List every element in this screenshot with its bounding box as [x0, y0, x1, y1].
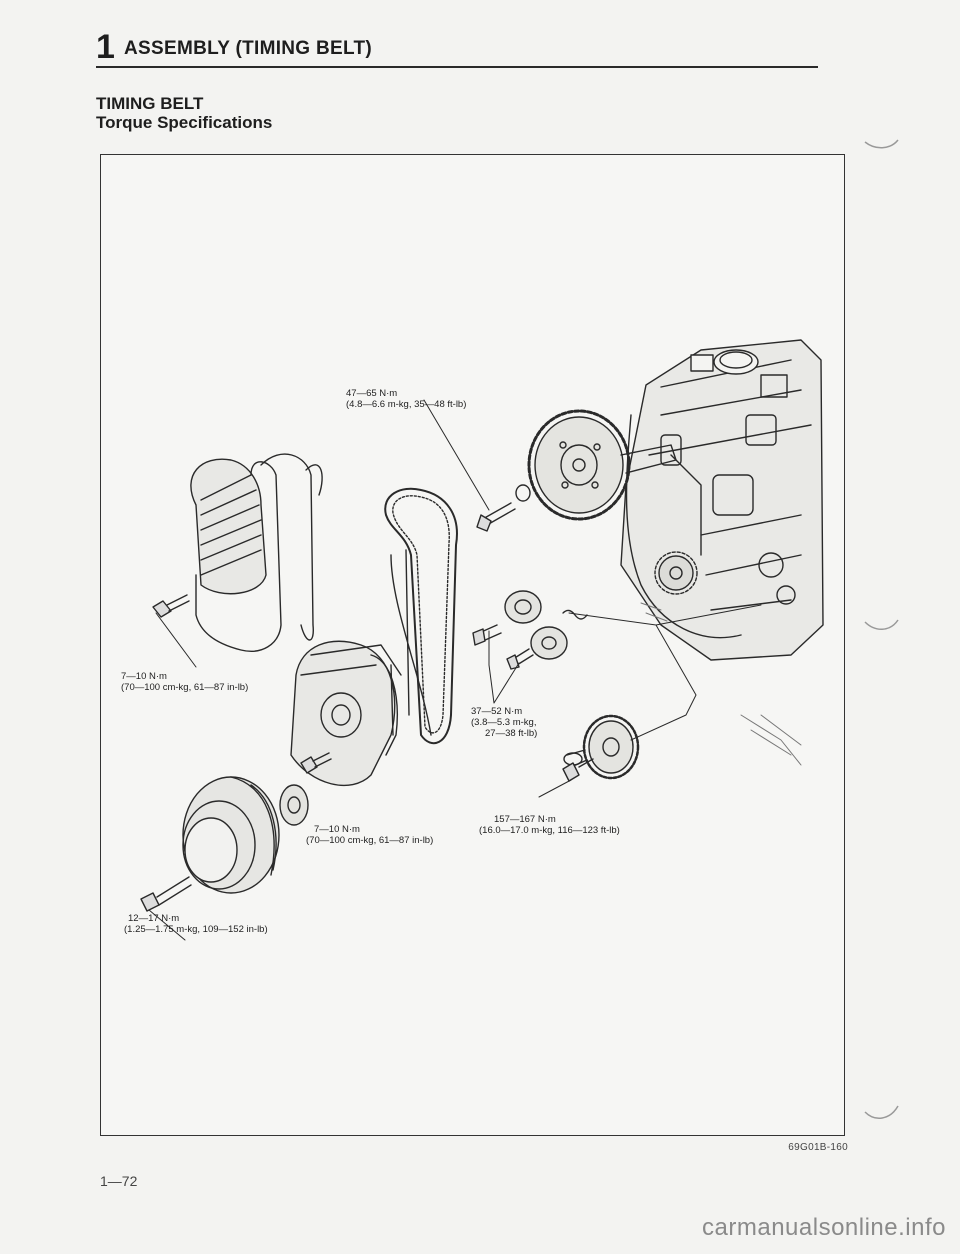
- tensioner-drawing: [472, 590, 588, 670]
- binder-mark-bottom: [864, 1105, 899, 1119]
- cam-pulley-torque-line2: (4.8—6.6 m-kg, 35—48 ft-lb): [346, 399, 467, 410]
- binder-mark-top: [864, 139, 899, 149]
- upper-cover-drawing: [190, 453, 323, 652]
- upper-cover-torque-label: 7—10 N·m (70—100 cm-kg, 61—87 in-lb): [121, 671, 248, 693]
- crank-pulley-torque-line2: (1.25—1.75 m-kg, 109—152 in-lb): [124, 924, 268, 935]
- site-watermark: carmanualsonline.info: [702, 1214, 946, 1241]
- binder-mark-middle: [864, 619, 899, 630]
- tensioner-torque-line3: 27—38 ft-lb): [485, 728, 538, 739]
- cam-pulley-torque-label: 47—65 N·m (4.8—6.6 m-kg, 35—48 ft-lb): [346, 388, 466, 410]
- chapter-number: 1: [96, 28, 115, 66]
- crankshaft-pulley-drawing: [182, 776, 280, 894]
- timing-belt-exploded-drawing: [140, 339, 824, 941]
- header-rule: [96, 66, 818, 68]
- section-title: TIMING BELT: [96, 94, 204, 113]
- tensioner-torque-label: 37—52 N·m (3.8—5.3 m-kg, 27—38 ft-lb): [471, 706, 537, 739]
- lower-cover-torque-label: 7—10 N·m (70—100 cm-kg, 61—87 in-lb): [306, 824, 433, 846]
- lower-cover-torque-line1: 7—10 N·m: [314, 824, 360, 835]
- figure-code: 69G01B-160: [788, 1142, 848, 1153]
- tensioner-torque-line1: 37—52 N·m: [471, 706, 523, 717]
- upper-cover-torque-line1: 7—10 N·m: [121, 671, 167, 682]
- chapter-title: ASSEMBLY (TIMING BELT): [124, 38, 372, 59]
- crank-pulley-bolt-drawing: [140, 876, 192, 912]
- right-edge-smudge: [640, 602, 802, 766]
- upper-cover-torque-line2: (70—100 cm-kg, 61—87 in-lb): [121, 682, 249, 693]
- crank-lock-bolt-torque-label: 157—167 N·m (16.0—17.0 m-kg, 116—123 ft-…: [479, 814, 620, 836]
- camshaft-pulley-drawing: [527, 409, 682, 521]
- crank-lock-bolt-torque-line1: 157—167 N·m: [494, 814, 556, 825]
- timing-belt-drawing: [384, 487, 458, 745]
- page-number: 1—72: [100, 1173, 138, 1189]
- exploded-diagram-figure: 47—65 N·m (4.8—6.6 m-kg, 35—48 ft-lb) 7—…: [100, 154, 845, 1136]
- crank-sprocket-drawing: [562, 714, 640, 782]
- lower-cover-torque-line2: (70—100 cm-kg, 61—87 in-lb): [306, 835, 434, 846]
- callout-leader-lines: [148, 399, 762, 941]
- camshaft-bolt-drawing: [476, 484, 531, 532]
- lower-cover-bolt-drawing: [300, 752, 332, 774]
- upper-cover-bolt-drawing: [152, 594, 190, 618]
- cam-pulley-torque-line1: 47—65 N·m: [346, 388, 398, 399]
- crank-pulley-torque-line1: 12—17 N·m: [128, 913, 180, 924]
- crank-pulley-torque-label: 12—17 N·m (1.25—1.75 m-kg, 109—152 in-lb…: [124, 913, 268, 935]
- section-subtitle: Torque Specifications: [96, 113, 273, 132]
- tensioner-torque-line2: (3.8—5.3 m-kg,: [471, 717, 537, 728]
- lower-cover-drawing: [290, 640, 402, 787]
- engine-crank-gear-drawing: [654, 551, 698, 595]
- crank-plate-drawing: [279, 784, 309, 826]
- crank-lock-bolt-torque-line2: (16.0—17.0 m-kg, 116—123 ft-lb): [479, 825, 620, 836]
